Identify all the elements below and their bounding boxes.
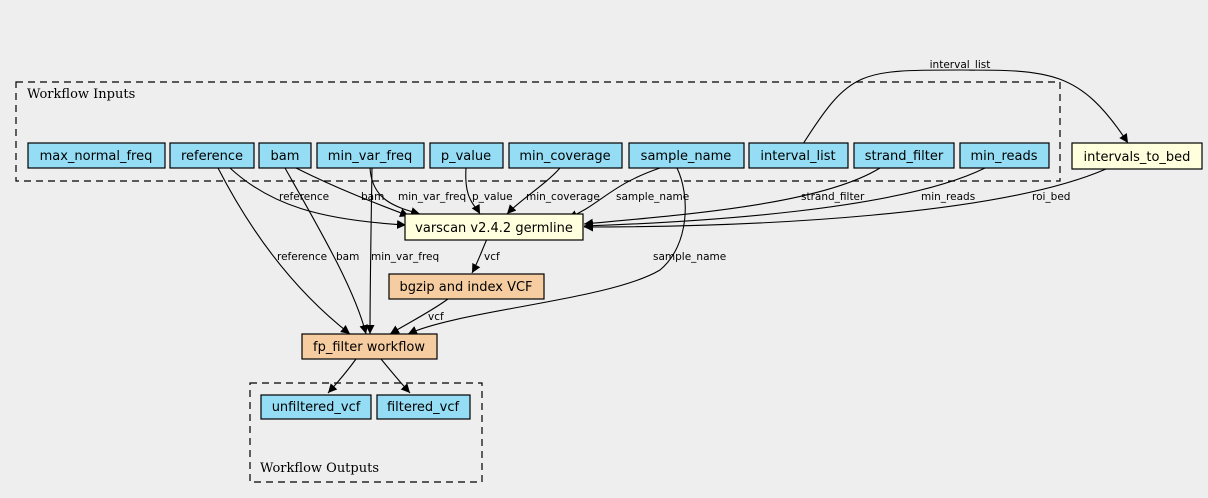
edge-intervals-to-bed-to-varscan: roi_bed (583, 168, 1107, 232)
edge-label-bam-varscan: bam (361, 191, 384, 203)
input-sample-name-label: sample_name (641, 149, 732, 164)
input-min-coverage-label: min_coverage (519, 149, 610, 164)
edge-label-strand-filter: strand_filter (801, 191, 865, 203)
fp-filter-workflow-label: fp_filter workflow (313, 340, 425, 355)
input-p-value-node[interactable]: p_value (429, 142, 504, 169)
input-reference-label: reference (181, 149, 243, 164)
varscan-germline-label: varscan v2.4.2 germline (415, 221, 573, 236)
edge-p-value-to-varscan: p_value (465, 167, 513, 215)
edge-bam-to-varscan: bam (295, 167, 410, 218)
input-bam-label: bam (271, 149, 300, 164)
input-min-coverage-node[interactable]: min_coverage (508, 142, 623, 169)
input-bam-node[interactable]: bam (258, 142, 312, 169)
edge-strand-filter-to-varscan: strand_filter (583, 167, 881, 228)
intervals-to-bed-label: intervals_to_bed (1084, 150, 1191, 165)
edge-label-min-var-freq-varscan: min_var_freq (398, 191, 466, 203)
edge-interval-list-to-intervals-to-bed: interval_list (802, 59, 1129, 145)
edge-label-p-value: p_value (472, 191, 513, 203)
edge-label-min-var-freq-fp: min_var_freq (371, 251, 439, 263)
edge-min-var-freq-to-fp-filter: min_var_freq (365, 167, 439, 335)
output-unfiltered-vcf-label: unfiltered_vcf (272, 400, 361, 415)
edge-label-sample-name-fp: sample_name (653, 251, 726, 263)
edge-label-reference-varscan: reference (279, 191, 329, 203)
input-min-reads-label: min_reads (970, 149, 1037, 164)
workflow-inputs-cluster: Workflow Inputs (15, 81, 1061, 182)
output-filtered-vcf-node[interactable]: filtered_vcf (376, 394, 471, 420)
edge-label-vcf-varscan: vcf (484, 251, 500, 263)
edge-label-sample-name-varscan: sample_name (616, 191, 689, 203)
edge-label-vcf-bgzip: vcf (428, 311, 444, 323)
workflow-inputs-title: Workflow Inputs (27, 87, 135, 102)
input-interval-list-label: interval_list (760, 149, 835, 164)
edge-bgzip-to-fp-filter: vcf (389, 298, 449, 335)
input-strand-filter-node[interactable]: strand_filter (853, 142, 955, 169)
edge-label-roi-bed: roi_bed (1032, 191, 1070, 203)
input-reference-node[interactable]: reference (169, 142, 255, 169)
edge-label-bam-fp: bam (336, 251, 359, 263)
bgzip-index-vcf-node[interactable]: bgzip and index VCF (388, 273, 545, 300)
edge-fp-filter-to-filtered-vcf (380, 358, 411, 394)
intervals-to-bed-node[interactable]: intervals_to_bed (1071, 142, 1203, 170)
input-min-reads-node[interactable]: min_reads (959, 142, 1050, 169)
edge-min-var-freq-to-varscan: min_var_freq (369, 167, 466, 216)
input-sample-name-node[interactable]: sample_name (628, 142, 745, 169)
edge-sample-name-to-fp-filter: sample_name (407, 167, 726, 335)
edge-label-min-reads: min_reads (921, 191, 975, 203)
edge-reference-to-varscan: reference (229, 167, 407, 229)
input-max-normal-freq-label: max_normal_freq (40, 149, 153, 164)
edge-varscan-to-bgzip: vcf (471, 238, 500, 274)
bgzip-index-vcf-label: bgzip and index VCF (399, 280, 532, 295)
output-filtered-vcf-label: filtered_vcf (387, 400, 460, 415)
input-min-var-freq-label: min_var_freq (328, 149, 412, 164)
input-interval-list-node[interactable]: interval_list (748, 142, 849, 169)
edge-min-reads-to-varscan: min_reads (583, 167, 986, 231)
edge-fp-filter-to-unfiltered-vcf (327, 358, 357, 394)
edge-bam-to-fp-filter: bam (284, 167, 369, 335)
input-strand-filter-label: strand_filter (865, 149, 944, 164)
workflow-outputs-title: Workflow Outputs (260, 461, 379, 476)
workflow-outputs-cluster: Workflow Outputs (249, 382, 483, 483)
edge-reference-to-fp-filter: reference (217, 167, 351, 335)
input-p-value-label: p_value (441, 149, 491, 164)
input-max-normal-freq-node[interactable]: max_normal_freq (27, 142, 166, 169)
edge-min-coverage-to-varscan: min_coverage (506, 167, 600, 215)
varscan-germline-node[interactable]: varscan v2.4.2 germline (404, 213, 584, 241)
edge-label-reference-fp: reference (277, 251, 327, 263)
output-unfiltered-vcf-node[interactable]: unfiltered_vcf (260, 394, 372, 420)
edge-label-min-coverage: min_coverage (526, 191, 600, 203)
fp-filter-workflow-node[interactable]: fp_filter workflow (301, 333, 438, 360)
edge-label-interval-list: interval_list (930, 59, 991, 71)
input-min-var-freq-node[interactable]: min_var_freq (316, 142, 425, 169)
